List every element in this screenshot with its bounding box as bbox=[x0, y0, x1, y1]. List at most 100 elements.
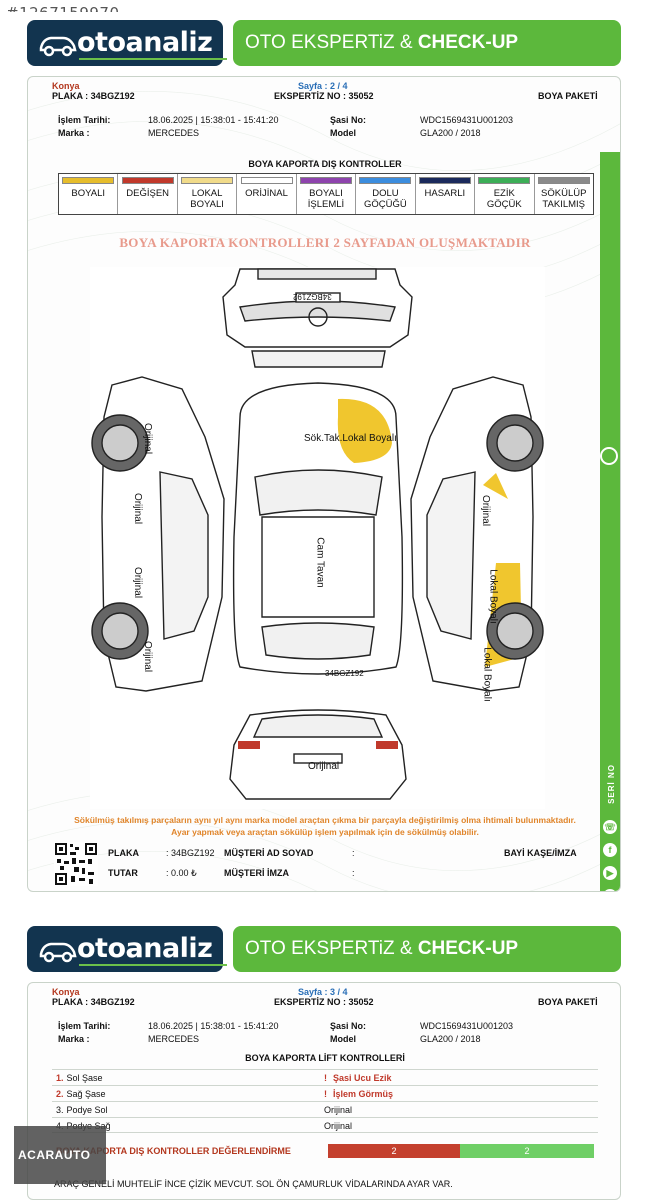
brand-value: MERCEDES bbox=[148, 1034, 200, 1044]
pages-note: BOYA KAPORTA KONTROLLERI 2 SAYFADAN OLUŞ… bbox=[119, 235, 531, 250]
process-date-label: İşlem Tarihi: bbox=[58, 1021, 111, 1031]
logo-underline bbox=[79, 964, 227, 966]
label-left-1: Orijinal bbox=[142, 422, 154, 455]
lift-part-number: 2. bbox=[56, 1089, 64, 1099]
report-number: EKSPERTİZ NO : 35052 bbox=[274, 91, 374, 101]
plate-label: PLAKA : 34BGZ192 bbox=[52, 997, 135, 1007]
model-value: GLA200 / 2018 bbox=[420, 1034, 481, 1044]
legend-swatch bbox=[299, 177, 352, 184]
evaluation-green: 2 bbox=[460, 1144, 594, 1158]
legend-label: BOYALI bbox=[71, 188, 106, 199]
label-roof: Cam Tavan bbox=[314, 537, 326, 588]
legend-label: BOYALI İŞLEMLİ bbox=[307, 188, 345, 210]
process-date-label: İşlem Tarihi: bbox=[58, 115, 111, 125]
report-title: OTO EKSPERTiZ & CHECK-UP bbox=[233, 20, 621, 66]
logo-underline bbox=[79, 58, 227, 60]
report-number: EKSPERTİZ NO : 35052 bbox=[274, 997, 374, 1007]
lift-result-text: Orijinal bbox=[324, 1105, 353, 1115]
title-bold: CHECK-UP bbox=[417, 938, 519, 959]
legend-item: BOYALI bbox=[59, 174, 119, 214]
label-right-2: Lokal Boyalı bbox=[487, 569, 499, 624]
page-number: Sayfa : 2 / 4 bbox=[298, 81, 348, 91]
chassis-value: WDC1569431U001203 bbox=[420, 115, 514, 125]
front-plate: 34BGZ192 bbox=[293, 292, 332, 301]
lift-result-text: Şasi Ucu Ezik bbox=[333, 1073, 392, 1083]
disclaimer-line-1: Sökülmüş takılmış parçaların aynı yıl ay… bbox=[74, 815, 576, 825]
evaluation-label: BOYA KAPORTA DIŞ KONTROLLER DEĞERLENDİRM… bbox=[56, 1146, 291, 1156]
legend-item: DOLU GÖÇÜĞÜ bbox=[356, 174, 416, 214]
table-row: 3.Podye Sol Orijinal bbox=[52, 1101, 598, 1117]
lift-part: 1.Sol Şase bbox=[56, 1073, 103, 1083]
title-regular: OTO EKSPERTiZ & bbox=[245, 32, 418, 53]
label-right-1: Orijinal bbox=[480, 494, 492, 527]
city-label: Konya bbox=[52, 987, 80, 997]
youtube-icon[interactable]: ▶ bbox=[603, 866, 617, 880]
legend-label: DOLU GÖÇÜĞÜ bbox=[364, 188, 407, 210]
legend-swatch bbox=[537, 177, 590, 184]
report-title-2: OTO EKSPERTiZ & CHECK-UP bbox=[233, 926, 621, 972]
search-icon[interactable] bbox=[600, 447, 618, 465]
legend-swatch bbox=[181, 177, 234, 184]
lift-part-name: Podye Sol bbox=[66, 1105, 108, 1115]
lift-part: 2.Sağ Şase bbox=[56, 1089, 106, 1099]
lift-part-number: 1. bbox=[56, 1073, 64, 1083]
chassis-value: WDC1569431U001203 bbox=[420, 1021, 514, 1031]
warning-icon: ! bbox=[324, 1073, 327, 1083]
brand-logo-2: otoanaliz bbox=[27, 926, 227, 972]
legend-item: SÖKÜLÜP TAKILMIŞ bbox=[535, 174, 593, 214]
legend-swatch bbox=[62, 177, 115, 184]
table-row: 4.Podye SağOrijinal bbox=[52, 1117, 598, 1133]
brand-label: Marka : bbox=[58, 1034, 90, 1044]
lift-title: BOYA KAPORTA LİFT KONTROLLERİ bbox=[245, 1053, 405, 1063]
report-page-3: otoanaliz OTO EKSPERTiZ & CHECK-UP Konya… bbox=[5, 918, 640, 1200]
legend-label: DEĞİŞEN bbox=[126, 188, 170, 199]
footer-dealer-label: BAYİ KAŞE/İMZA bbox=[504, 848, 577, 858]
process-date-value: 18.06.2025 | 15:38:01 - 15:41:20 bbox=[148, 1021, 279, 1031]
label-left-2: Orijinal bbox=[132, 492, 144, 525]
legend-item: DEĞİŞEN bbox=[118, 174, 178, 214]
legend-item: ORİJİNAL bbox=[237, 174, 297, 214]
legend-item: HASARLI bbox=[416, 174, 476, 214]
whatsapp-icon[interactable]: ☏ bbox=[603, 820, 617, 834]
legend-title: BOYA KAPORTA DIŞ KONTROLLER bbox=[248, 159, 402, 169]
footer-signature-colon: : bbox=[352, 868, 355, 878]
brand-value: MERCEDES bbox=[148, 128, 200, 138]
logo-text: otoanaliz bbox=[77, 27, 213, 58]
lift-part: 3.Podye Sol bbox=[56, 1105, 108, 1115]
dealer-watermark: ACARAUTO bbox=[14, 1126, 106, 1184]
summary-note: ARAÇ GENELİ MUHTELİF İNCE ÇİZİK MEVCUT. … bbox=[54, 1179, 453, 1189]
legend-swatch bbox=[121, 177, 174, 184]
evaluation-row: BOYA KAPORTA DIŞ KONTROLLER DEĞERLENDİRM… bbox=[52, 1143, 598, 1159]
footer-plate-value: : 34BGZ192 bbox=[166, 848, 215, 858]
report-header: otoanaliz OTO EKSPERTiZ & CHECK-UP bbox=[5, 12, 640, 74]
chassis-label: Şasi No: bbox=[330, 1021, 367, 1031]
legend-swatch bbox=[478, 177, 531, 184]
lift-part-number: 3. bbox=[56, 1105, 64, 1115]
page-number: Sayfa : 3 / 4 bbox=[298, 987, 348, 997]
facebook-icon[interactable]: f bbox=[603, 843, 617, 857]
label-rear: Orijinal bbox=[308, 761, 340, 772]
car-diagram: 34BGZ192 34BGZ192 Sök.Tak.Lokal Boyalı C… bbox=[90, 267, 545, 809]
footer-signature-label: MÜŞTERİ İMZA bbox=[224, 868, 289, 878]
label-hood: Sök.Tak.Lokal Boyalı bbox=[304, 433, 397, 444]
table-row: 2.Sağ Şase! İşlem Görmüş bbox=[52, 1085, 598, 1101]
lift-result-text: Orijinal bbox=[324, 1121, 353, 1131]
lift-result-text: İşlem Görmüş bbox=[333, 1089, 394, 1099]
footer-customer-label: MÜŞTERİ AD SOYAD bbox=[224, 848, 314, 858]
report-sheet-2: Konya Sayfa : 3 / 4 PLAKA : 34BGZ192 EKS… bbox=[27, 982, 621, 1200]
report-page-2: otoanaliz OTO EKSPERTiZ & CHECK-UP Konya… bbox=[5, 12, 640, 905]
twitter-icon[interactable]: ✦ bbox=[603, 889, 617, 891]
model-label: Model bbox=[330, 128, 356, 138]
report-sheet: Konya Sayfa : 2 / 4 PLAKA : 34BGZ192 EKS… bbox=[27, 76, 621, 892]
lift-result: Orijinal bbox=[324, 1121, 352, 1131]
warning-icon: ! bbox=[324, 1089, 327, 1099]
car-logo-icon bbox=[39, 942, 77, 963]
title-regular: OTO EKSPERTiZ & bbox=[245, 938, 418, 959]
chassis-label: Şasi No: bbox=[330, 115, 367, 125]
legend-item: BOYALI İŞLEMLİ bbox=[297, 174, 357, 214]
lift-result: ! İşlem Görmüş bbox=[324, 1089, 393, 1099]
logo-text: otoanaliz bbox=[77, 933, 213, 964]
car-outline bbox=[91, 268, 544, 800]
legend-label: LOKAL BOYALI bbox=[190, 188, 224, 210]
plate-label: PLAKA : 34BGZ192 bbox=[52, 91, 135, 101]
